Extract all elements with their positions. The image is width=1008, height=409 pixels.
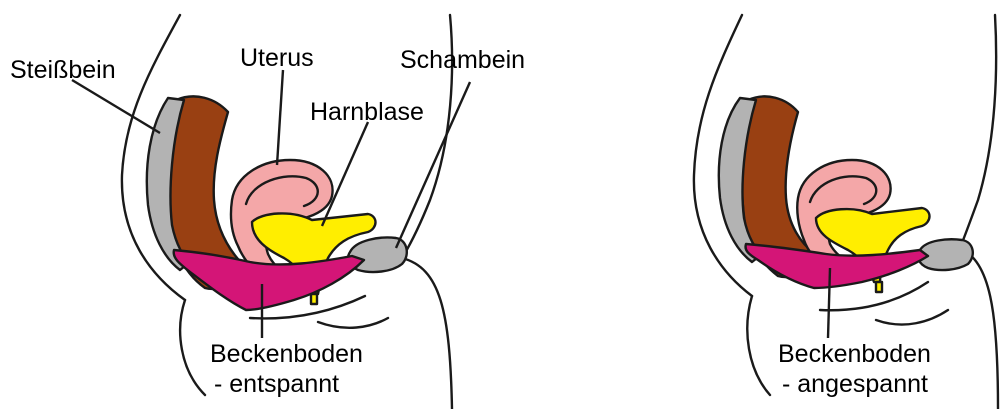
leg-gap-outline <box>318 318 388 328</box>
leg-gap-outline-tensed <box>876 310 948 325</box>
label-coccyx: Steißbein <box>10 56 116 84</box>
thigh-outline <box>402 258 452 409</box>
label-pelvic-floor-relaxed-line1: Beckenboden <box>210 340 363 368</box>
leader-bladder <box>322 122 368 226</box>
thigh-outline-tensed <box>960 248 998 409</box>
leader-coccyx <box>72 80 160 133</box>
label-pelvic-floor-tensed-line2: - angespannt <box>782 370 928 398</box>
panel-relaxed: Steißbein Uterus Harnblase Schambein Bec… <box>10 15 525 409</box>
buttock-outline <box>180 300 205 395</box>
label-pubic-bone: Schambein <box>400 46 525 74</box>
label-bladder: Harnblase <box>310 98 424 126</box>
leader-uterus <box>277 70 283 165</box>
urethra-tensed <box>876 282 882 292</box>
abdomen-outline-tensed <box>960 15 996 248</box>
label-uterus: Uterus <box>240 44 314 72</box>
panel-tensed: Beckenboden - angespannt <box>694 15 998 409</box>
pelvic-floor-tensed <box>746 244 929 288</box>
label-pelvic-floor-tensed-line1: Beckenboden <box>778 340 931 368</box>
buttock-outline-tensed <box>747 296 770 395</box>
label-pelvic-floor-relaxed-line2: - entspannt <box>214 370 339 398</box>
urethra <box>311 294 317 304</box>
